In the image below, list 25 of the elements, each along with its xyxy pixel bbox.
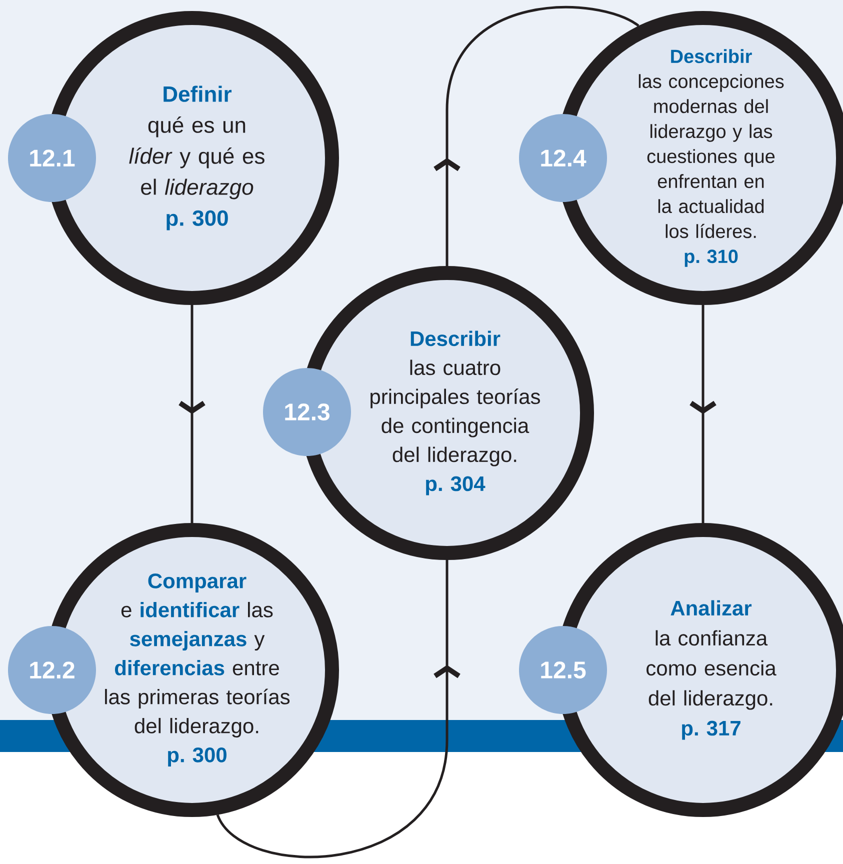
objective-circle [519,11,843,305]
page-reference: p. 317 [682,720,740,740]
page-reference: p. 300 [166,210,228,230]
number-badge: 12.3 [263,368,351,456]
heading-text: Describir [410,330,500,346]
number-badge: 12.1 [8,114,96,202]
heading-text: Definir [164,86,232,102]
objective-circle [8,523,339,817]
description-text: e identificar las semejanzas y diferencias entre las primeras teorías del liderazgo. [105,602,290,738]
objective-circle [519,523,843,817]
page-reference: p. 304 [426,476,486,496]
number-badge: 12.5 [519,626,607,714]
description-text: la confianza como esencia del liderazgo. [646,630,776,710]
description-text: las cuatro principales teorías de contingencia del liderazgo. [370,360,540,466]
page-reference: p. 310 [684,250,738,267]
number-badge: 12.4 [519,114,607,202]
number-badge: 12.2 [8,626,96,714]
heading-text: Comparar [148,574,246,593]
page-reference: p. 300 [168,748,226,767]
heading-text: Analizar [670,600,752,616]
description-text: las concepciones modernas del liderazgo y las cuestiones que enfrentan en la actualidad los líderes. [638,74,784,238]
objective-circle [8,11,339,305]
heading-text: Describir [671,49,752,64]
description-text: qué es un líder y qué es el liderazgo [129,116,264,200]
objective-circle [263,266,594,560]
